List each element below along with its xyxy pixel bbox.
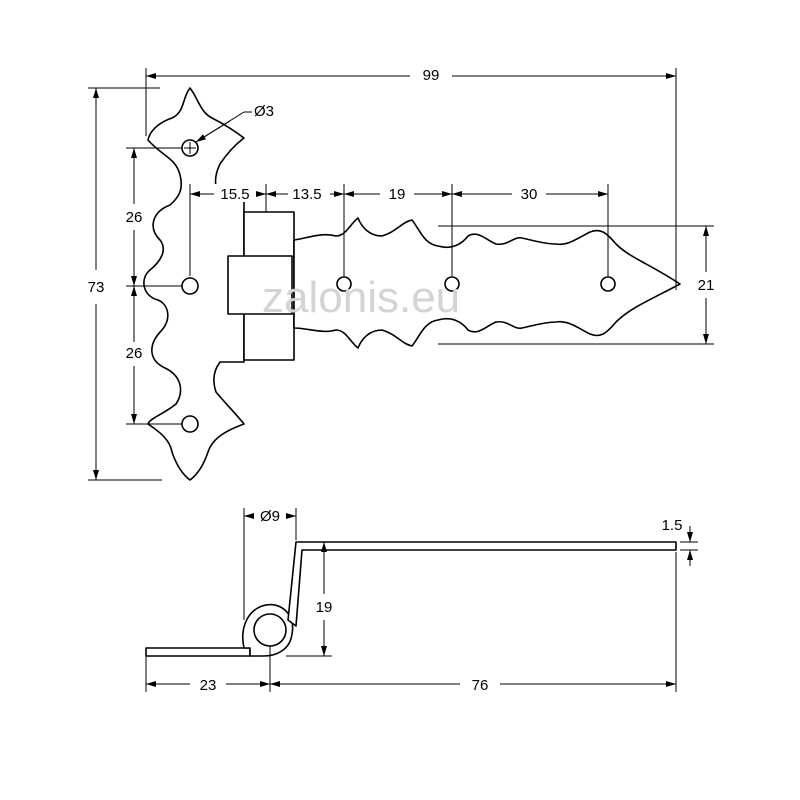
dimension-overall-width: 99 xyxy=(145,67,677,290)
dimension-hole-diameter: Ø3 xyxy=(195,103,274,143)
dim-21-label: 21 xyxy=(698,277,715,294)
watermark-text: zalonis.eu xyxy=(262,273,460,322)
dim-76-label: 76 xyxy=(472,677,489,694)
hinge-side-profile xyxy=(145,541,677,657)
dim-19-side-label: 19 xyxy=(316,599,333,616)
dimension-lower-hole-spacing: 26 xyxy=(126,286,182,425)
dim-26-lower-label: 26 xyxy=(126,345,143,362)
dim-13-5-label: 13.5 xyxy=(292,186,321,203)
dim-15-5-label: 15.5 xyxy=(220,186,249,203)
dimension-overall-height: 73 xyxy=(88,87,162,481)
dim-19-label: 19 xyxy=(389,186,406,203)
dimension-knuckle-diameter: Ø9 xyxy=(243,506,297,620)
dim-26-upper-label: 26 xyxy=(126,209,143,226)
dim-1-5-label: 1.5 xyxy=(662,517,683,534)
strap-hole-3 xyxy=(600,276,616,292)
dimension-leaf-height: 19 xyxy=(286,541,333,657)
strap-hole-2 xyxy=(444,276,460,292)
dim-30-label: 30 xyxy=(521,186,538,203)
dim-hole-diameter-label: Ø3 xyxy=(254,103,274,120)
dim-knuckle-diameter-label: Ø9 xyxy=(260,508,280,525)
hinge-knuckle xyxy=(227,211,295,361)
dimension-plate-and-strap-length: 23 76 xyxy=(145,552,677,694)
dim-73-label: 73 xyxy=(88,279,105,296)
dimension-strap-width: 21 xyxy=(438,225,715,345)
dim-23-label: 23 xyxy=(200,677,217,694)
dim-99-label: 99 xyxy=(423,67,440,84)
dimension-leaf-thickness: 1.5 xyxy=(662,517,698,566)
dimension-strap-offsets: 15.5 13.5 19 30 xyxy=(189,184,609,276)
decorative-strap xyxy=(293,217,681,349)
hole-middle xyxy=(181,277,199,295)
hole-bottom xyxy=(181,415,199,433)
strap-hole-1 xyxy=(336,276,352,292)
